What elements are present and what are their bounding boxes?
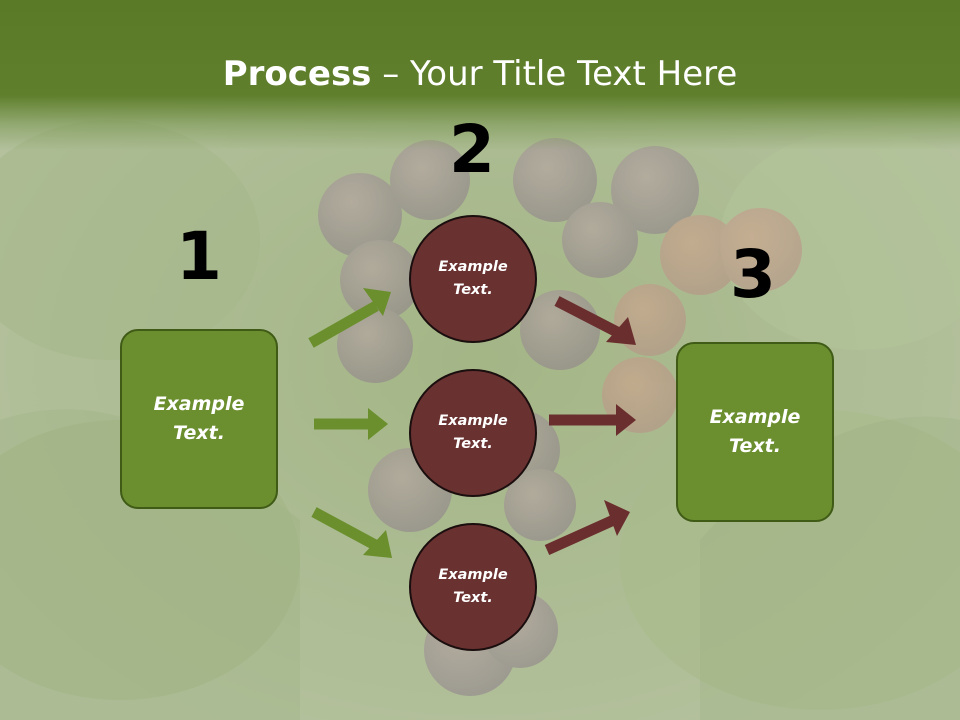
left-step-box: Example Text. [120, 329, 278, 509]
maroon-arrow-right [549, 404, 636, 436]
circle-middle-line1: Example [438, 413, 508, 429]
green-arrow-right [314, 408, 388, 440]
right-box-line2: Text. [729, 435, 781, 457]
maroon-arrow-up [544, 500, 630, 556]
green-arrow-down [311, 507, 392, 558]
step-number-3: 3 [730, 236, 776, 313]
circle-top: Example Text. [409, 215, 537, 343]
right-box-line1: Example [709, 406, 801, 428]
circle-bottom-line2: Text. [453, 590, 493, 606]
right-step-box: Example Text. [676, 342, 834, 522]
circle-top-line1: Example [438, 259, 508, 275]
title-bar [0, 0, 960, 150]
circle-middle-line2: Text. [453, 436, 493, 452]
left-box-line1: Example [153, 393, 245, 415]
step-number-2: 2 [449, 111, 495, 188]
step-number-1: 1 [176, 218, 222, 295]
green-arrow-up [308, 288, 391, 348]
title-bold: Process [222, 54, 372, 94]
circle-bottom-line1: Example [438, 567, 508, 583]
circle-bottom: Example Text. [409, 523, 537, 651]
title-rest: – Your Title Text Here [371, 54, 738, 94]
circle-top-line2: Text. [453, 282, 493, 298]
circle-middle: Example Text. [409, 369, 537, 497]
left-box-line2: Text. [173, 422, 225, 444]
maroon-arrow-down [554, 296, 636, 345]
slide-title: Process – Your Title Text Here [0, 52, 960, 96]
